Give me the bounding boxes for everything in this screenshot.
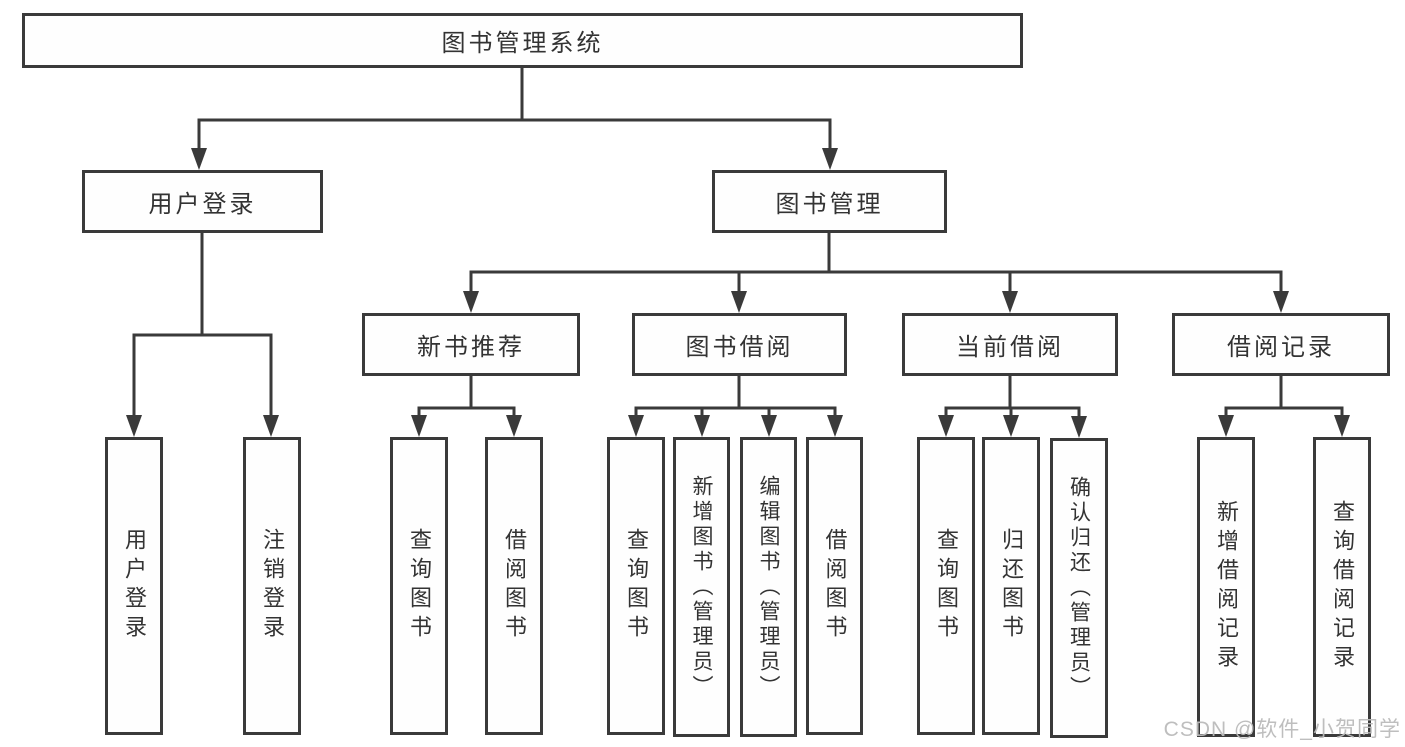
node-label: 用户登录	[148, 191, 257, 218]
arrowhead-icon	[411, 415, 427, 437]
arrowhead-icon	[1002, 291, 1018, 313]
arrowhead-icon	[827, 415, 843, 437]
arrowhead-icon	[506, 415, 522, 437]
node-label: 图书管理	[775, 191, 884, 218]
node-label: 借阅记录	[1227, 334, 1335, 361]
node-book-mgmt: 图书管理	[712, 170, 947, 233]
arrowhead-icon	[463, 291, 479, 313]
node-ul-logout: 注销登录	[243, 437, 301, 735]
node-label: 当前借阅	[956, 334, 1064, 361]
node-label: 注销登录	[260, 528, 285, 644]
node-label: 图书借阅	[685, 334, 794, 361]
node-root: 图书管理系统	[22, 13, 1023, 68]
arrowhead-icon	[263, 415, 279, 437]
arrowhead-icon	[938, 415, 954, 437]
node-nb-borrow: 借阅图书	[485, 437, 543, 735]
arrowhead-icon	[191, 148, 207, 170]
node-bb-edit: 编辑图书（管理员）	[740, 437, 797, 737]
arrowhead-icon	[1071, 416, 1087, 438]
node-br-add: 新增借阅记录	[1197, 437, 1255, 737]
node-cb-return: 归还图书	[982, 437, 1040, 735]
node-cb-confirm: 确认归还（管理员）	[1050, 438, 1108, 738]
node-book-borrow: 图书借阅	[632, 313, 847, 376]
node-nb-query: 查询图书	[390, 437, 448, 735]
watermark: CSDN @软件_小贺同学	[1163, 718, 1401, 741]
node-cb-query: 查询图书	[917, 437, 975, 735]
node-label: 图书管理系统	[441, 30, 604, 57]
node-label: 借阅图书	[502, 528, 527, 644]
node-label: 查询图书	[624, 528, 649, 644]
node-bb-borrow: 借阅图书	[806, 437, 863, 735]
node-label: 用户登录	[122, 528, 147, 644]
node-bb-add: 新增图书（管理员）	[673, 437, 730, 737]
node-ul-login: 用户登录	[105, 437, 163, 735]
node-label: 查询图书	[407, 528, 432, 644]
arrowhead-icon	[822, 148, 838, 170]
node-label: 编辑图书（管理员）	[757, 474, 780, 700]
node-label: 查询图书	[934, 528, 959, 644]
arrowhead-icon	[761, 415, 777, 437]
arrowhead-icon	[1273, 291, 1289, 313]
node-br-query: 查询借阅记录	[1313, 437, 1371, 737]
node-current-borrow: 当前借阅	[902, 313, 1118, 376]
node-user-login: 用户登录	[82, 170, 323, 233]
node-label: 新增借阅记录	[1214, 500, 1239, 674]
node-label: 借阅图书	[822, 528, 848, 644]
node-new-book-rec: 新书推荐	[362, 313, 580, 376]
arrowhead-icon	[694, 415, 710, 437]
arrowhead-icon	[628, 415, 644, 437]
arrowhead-icon	[126, 415, 142, 437]
arrowhead-icon	[731, 291, 747, 313]
arrowhead-icon	[1218, 415, 1234, 437]
node-label: 查询借阅记录	[1330, 500, 1355, 674]
node-label: 归还图书	[999, 528, 1024, 644]
arrowhead-icon	[1334, 415, 1350, 437]
node-bb-query: 查询图书	[607, 437, 665, 735]
node-borrow-records: 借阅记录	[1172, 313, 1390, 376]
node-label: 确认归还（管理员）	[1067, 475, 1091, 701]
node-label: 新书推荐	[417, 334, 525, 361]
node-label: 新增图书（管理员）	[690, 474, 713, 700]
arrowhead-icon	[1003, 415, 1019, 437]
